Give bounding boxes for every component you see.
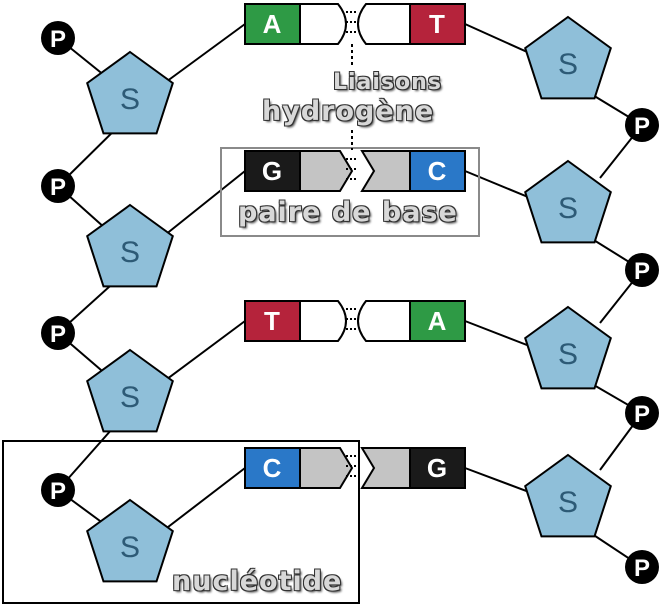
phosphate-circle <box>625 550 659 584</box>
base-g-right <box>409 447 466 489</box>
sugar-label: S <box>558 192 578 225</box>
base-pair-label: paire de base <box>238 197 458 228</box>
base-letter-left: T <box>264 306 280 336</box>
phosphate-circle <box>41 21 75 55</box>
sugar-label: S <box>558 338 578 371</box>
hydrogen-bonds-label-line2: hydrogène <box>262 96 435 127</box>
backbone-bond <box>154 320 246 389</box>
phosphate-label: P <box>634 401 650 428</box>
phosphate-circle <box>41 169 75 203</box>
sugar-label: S <box>558 48 578 81</box>
phosphate-label: P <box>50 26 66 53</box>
phosphate-label: P <box>50 478 66 505</box>
connector-right <box>360 150 411 192</box>
phosphate-label: P <box>634 555 650 582</box>
base-c-right <box>409 150 466 192</box>
phosphate-circle <box>41 316 75 350</box>
phosphate-label: P <box>634 258 650 285</box>
sugar-pentagon <box>524 453 612 538</box>
phosphate-label: P <box>50 174 66 201</box>
backbone-bond <box>154 467 246 538</box>
connector-left <box>299 447 354 489</box>
phosphate-label: P <box>50 321 66 348</box>
sugar-pentagon <box>86 50 174 135</box>
base-letter-left: A <box>263 9 282 39</box>
backbone-bond <box>154 23 246 91</box>
base-letter-left: C <box>263 453 282 483</box>
sugars: S S S S S S S S <box>86 15 612 583</box>
sugar-pentagon <box>86 203 174 288</box>
sugar-pentagon <box>524 15 612 100</box>
sugar-pentagon <box>86 348 174 433</box>
base-letter-left: G <box>262 156 282 186</box>
sugar-pentagon <box>524 159 612 244</box>
highlight-boxes <box>2 147 480 604</box>
phosphates: P P P P P P P P <box>41 21 659 584</box>
connector-left <box>299 3 347 45</box>
sugar-pentagon <box>524 305 612 390</box>
sugar-label: S <box>120 531 140 564</box>
sugar-pentagon <box>86 498 174 583</box>
sugar-label: S <box>120 83 140 116</box>
base-t-right <box>409 3 466 45</box>
phosphate-circle <box>625 396 659 430</box>
connector-right <box>357 300 411 342</box>
base-a-right <box>409 300 466 342</box>
connector-left <box>299 150 354 192</box>
base-letter-right: T <box>429 9 445 39</box>
sugar-label: S <box>120 236 140 269</box>
phosphate-circle <box>625 253 659 287</box>
phosphate-label: P <box>634 113 650 140</box>
base-pairs: A T G C T A C G <box>244 3 466 489</box>
base-letter-right: G <box>427 453 447 483</box>
phosphate-circle <box>41 473 75 507</box>
base-a-left <box>244 3 301 45</box>
sugar-label: S <box>120 381 140 414</box>
hydrogen-bonds-label-line1: Liaisons <box>333 70 442 95</box>
phosphate-circle <box>625 108 659 142</box>
connector-right <box>357 3 411 45</box>
connector-left <box>299 300 347 342</box>
base-pair-box <box>220 147 480 237</box>
backbone-bond <box>154 170 246 244</box>
base-c-left <box>244 447 301 489</box>
base-letter-right: A <box>428 306 447 336</box>
nucleotide-box <box>2 440 360 604</box>
base-letter-right: C <box>428 156 447 186</box>
nucleotide-label: nucléotide <box>172 566 343 597</box>
connector-right <box>360 447 411 489</box>
sugar-label: S <box>558 486 578 519</box>
base-g-left <box>244 150 301 192</box>
